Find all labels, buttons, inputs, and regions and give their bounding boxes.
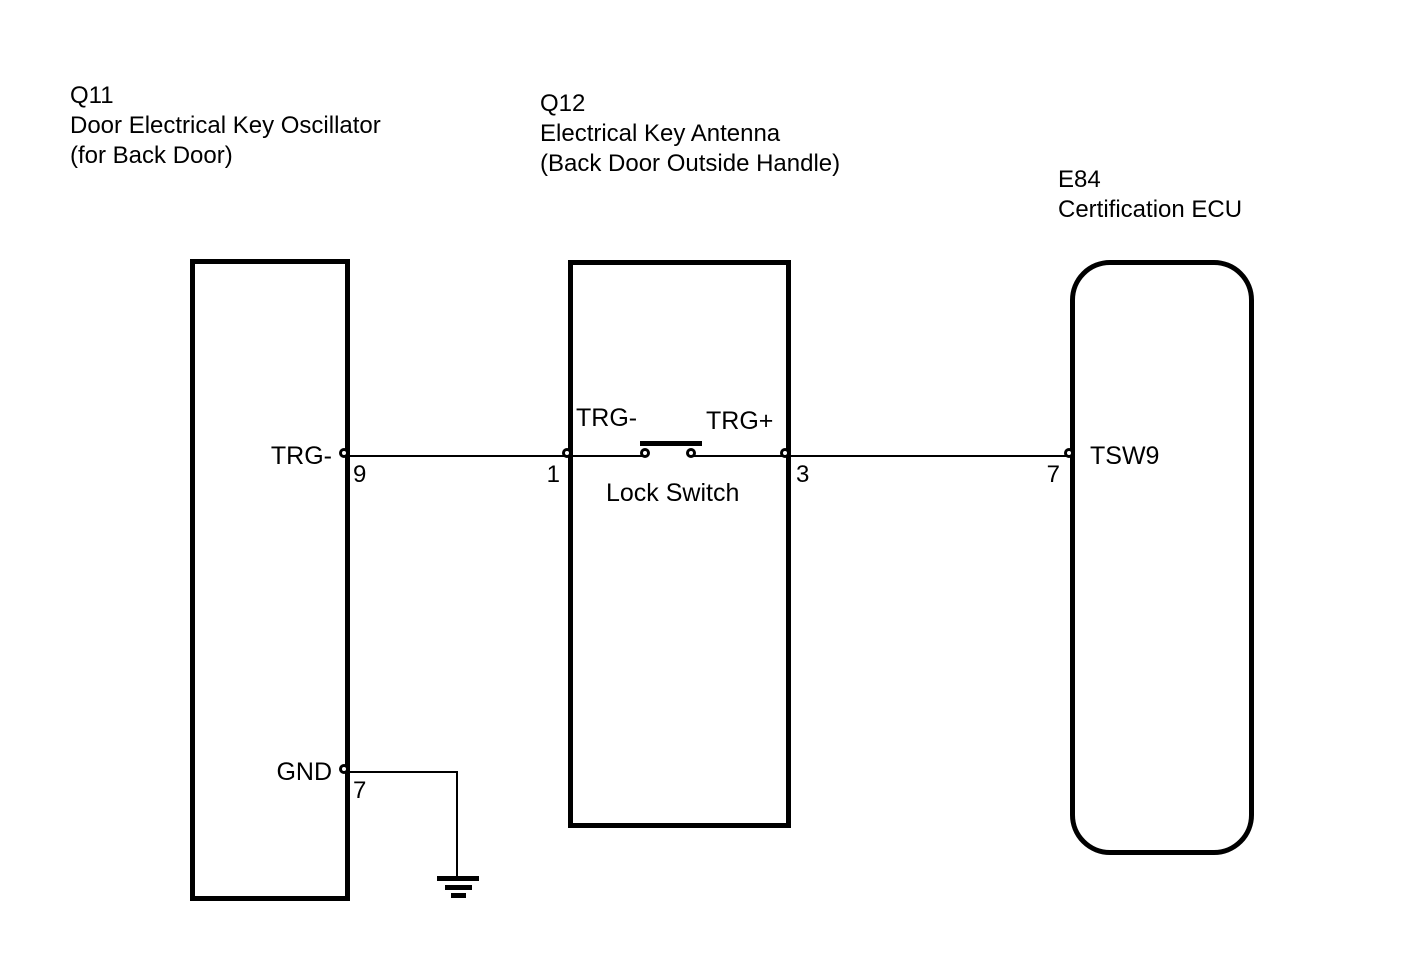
signal-label-tsw9: TSW9 (1090, 442, 1160, 470)
wire-gnd-horizontal (347, 771, 458, 773)
component-title-q12: Q12 Electrical Key Antenna (Back Door Ou… (540, 89, 840, 179)
component-box-e84 (1070, 260, 1254, 855)
signal-label-trg-minus-q12: TRG- (576, 404, 638, 432)
component-code-q11: Q11 (70, 82, 114, 109)
lock-switch-contact-right (686, 448, 696, 458)
terminal-q12-pin3 (780, 448, 790, 458)
component-title-q11: Q11 Door Electrical Key Oscillator (for … (70, 81, 381, 171)
signal-label-gnd: GND (276, 758, 332, 786)
pin-number-e84-7: 7 (1046, 461, 1060, 488)
pin-number-q11-gnd-7: 7 (353, 777, 367, 804)
component-title-e84: E84 Certification ECU (1058, 165, 1242, 225)
component-desc-q12-line2: (Back Door Outside Handle) (540, 150, 841, 177)
lock-switch-contact-left (640, 448, 650, 458)
wire-gnd-vertical (456, 771, 458, 878)
component-desc-q11-line2: (for Back Door) (70, 142, 233, 169)
pin-number-q11-9: 9 (353, 461, 367, 488)
component-desc-q11-line1: Door Electrical Key Oscillator (70, 112, 381, 139)
ground-stroke-top (437, 876, 479, 881)
lock-switch-label: Lock Switch (606, 479, 740, 507)
wire-trg-q11-to-switch (347, 455, 648, 457)
pin-number-q12-1: 1 (546, 461, 560, 488)
terminal-q12-pin1 (562, 448, 572, 458)
component-desc-e84-line1: Certification ECU (1058, 196, 1243, 223)
terminal-q11-pin9 (339, 448, 349, 458)
signal-label-trg-plus-q12: TRG+ (706, 407, 774, 435)
component-box-q12 (568, 260, 791, 828)
wire-trg-switch-to-e84 (693, 455, 1072, 457)
ground-stroke-middle (445, 885, 472, 890)
terminal-q11-pin7-gnd (339, 764, 349, 774)
terminal-e84-pin7 (1064, 448, 1074, 458)
component-code-q12: Q12 (540, 90, 586, 117)
component-box-q11 (190, 259, 350, 901)
component-desc-q12-line1: Electrical Key Antenna (540, 120, 781, 147)
component-code-e84: E84 (1058, 166, 1101, 193)
pin-number-q12-3: 3 (796, 461, 810, 488)
signal-label-trg-minus-q11: TRG- (270, 442, 332, 470)
ground-stroke-bottom (451, 893, 466, 898)
lock-switch-bar (640, 441, 702, 446)
